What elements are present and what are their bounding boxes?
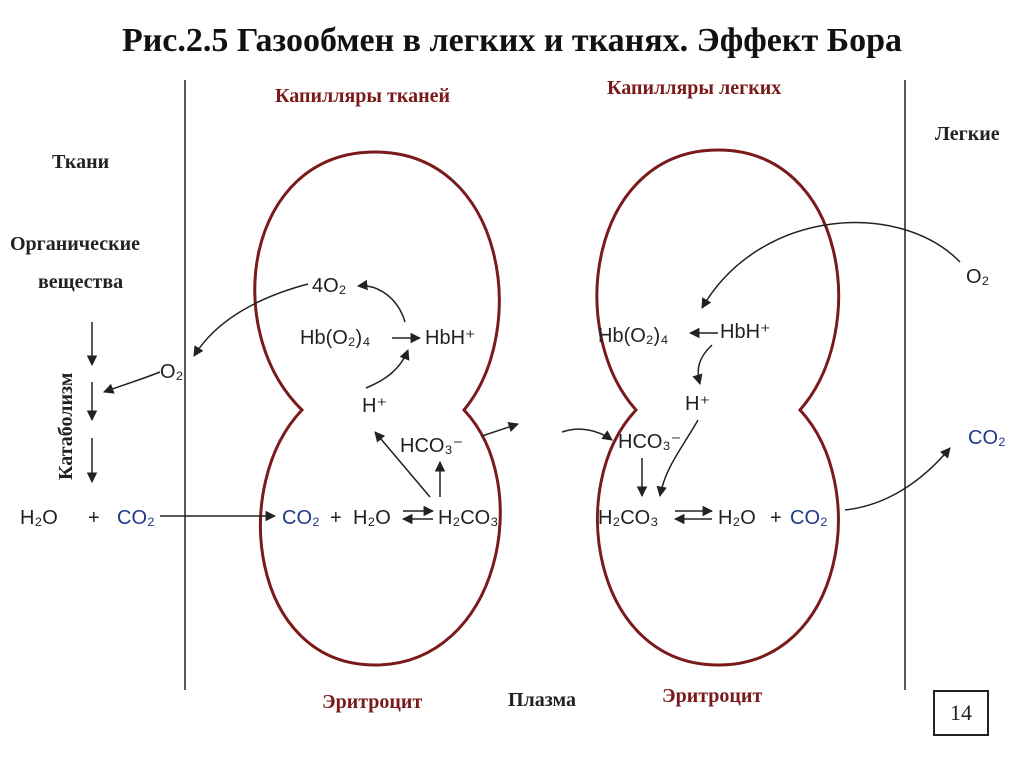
tissues-label: Ткани	[52, 151, 109, 173]
arrow-hbh-to-hplus	[692, 344, 713, 386]
lung-capillaries-header: Капилляры легких	[607, 77, 781, 99]
arrow-hco3-to-plasma	[481, 422, 519, 437]
right-h2o: H₂O	[718, 507, 756, 529]
left-hco3: HCO₃⁻	[400, 435, 463, 457]
slide-title: Рис.2.5 Газообмен в легких и тканях. Эфф…	[121, 22, 903, 59]
arrow-plasma-to-hco3	[561, 428, 613, 441]
left-4o2: 4O₂	[312, 275, 346, 297]
right-hbh: HbH⁺	[720, 321, 771, 343]
tissue-h2o-label: H₂O	[20, 507, 58, 529]
right-h-plus: H⁺	[685, 393, 710, 415]
tissue-co2-label: CO₂	[117, 507, 155, 529]
right-plus: +	[770, 507, 782, 529]
arrow-hplus-to-h2co3	[656, 419, 699, 498]
lungs-label: Легкие	[935, 123, 1000, 145]
right-hco3: HCO₃⁻	[618, 431, 681, 453]
left-h2co3: H₂CO₃	[438, 507, 498, 529]
arrow-4o2-to-tissue-o2	[193, 283, 309, 357]
left-hbh: HbH⁺	[425, 327, 476, 349]
left-co2: CO₂	[282, 507, 320, 529]
arrow-hplus-to-hbh	[365, 349, 410, 389]
lung-o2-label: O₂	[966, 266, 989, 288]
arrow-cell-co2-to-lung	[844, 447, 951, 511]
left-h-plus: H⁺	[362, 395, 387, 417]
arrow-h2co3-to-hplus	[374, 431, 431, 498]
tissue-capillaries-header: Капилляры тканей	[275, 85, 450, 107]
left-hbo2-4: Hb(O₂)₄	[300, 327, 370, 349]
lung-erythrocyte-outline	[595, 148, 841, 667]
left-h2o: H₂O	[353, 507, 391, 529]
right-erythrocyte-label: Эритроцит	[662, 685, 762, 707]
left-plus: +	[330, 507, 342, 529]
left-erythrocyte-label: Эритроцит	[322, 691, 422, 713]
organic-substances-line2: вещества	[38, 271, 123, 293]
arrow-lung-o2-to-hbo2	[701, 221, 961, 309]
plasma-label: Плазма	[508, 689, 576, 711]
right-h2co3: H₂CO₃	[598, 507, 658, 529]
tissue-plus-sign: +	[88, 507, 100, 529]
tissue-o2-label: O₂	[160, 361, 183, 383]
lung-co2-label: CO₂	[968, 427, 1006, 449]
right-hbo2-4: Hb(O₂)₄	[598, 325, 668, 347]
organic-substances-line1: Органические	[10, 233, 140, 255]
arrow-hbh-to-4o2	[356, 279, 406, 323]
tissue-erythrocyte-outline	[253, 150, 502, 667]
page-number: 14	[933, 690, 989, 736]
catabolism-label: Катаболизм	[55, 373, 77, 480]
arrow-o2-to-catabolism	[103, 371, 161, 394]
right-co2: CO₂	[790, 507, 828, 529]
